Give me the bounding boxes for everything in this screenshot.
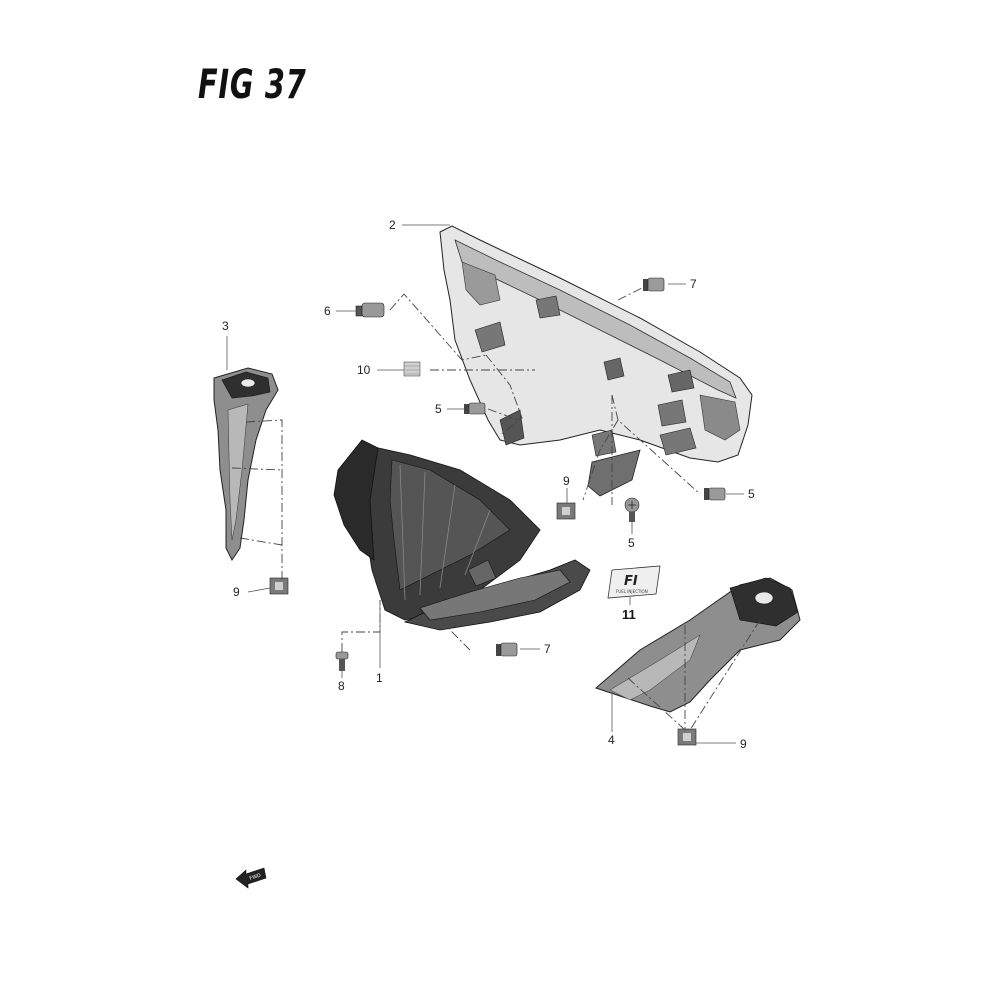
leader-lines: [226, 224, 744, 744]
callout-5-right: 5: [748, 487, 755, 501]
decal-sub-text: FUEL INJECTION: [616, 589, 648, 594]
front-cowl-assembly: [333, 439, 591, 631]
bolt-7a: [643, 277, 665, 292]
callout-9-right: 9: [740, 737, 747, 751]
rear-handlebar-cover: [439, 225, 753, 497]
clip-9c: [677, 728, 697, 746]
callout-9-left: 9: [233, 585, 240, 599]
screw-5b: [704, 487, 726, 501]
clip-9b: [556, 502, 576, 520]
callout-10: 10: [357, 363, 371, 377]
callout-4: 4: [608, 733, 615, 747]
callout-5-left: 5: [435, 402, 442, 416]
clip-9a: [269, 577, 289, 595]
decal-11: FI FUEL INJECTION: [607, 565, 661, 599]
callout-11: 11: [622, 607, 636, 622]
screw-5c: [624, 497, 640, 522]
callout-3: 3: [222, 319, 229, 333]
decal-brand-text: FI: [624, 574, 638, 589]
callout-9-center: 9: [563, 474, 570, 488]
figure-title: FIG 37: [198, 62, 307, 108]
callout-7-top: 7: [690, 277, 697, 291]
screw-5a: [464, 402, 486, 415]
callout-1: 1: [376, 671, 383, 685]
left-side-cover: [213, 367, 279, 561]
callout-numbers: 2 3 6 10 5 7 5 5 9 9 7 8 1 11 4 9: [222, 218, 755, 751]
tag-10: [403, 361, 421, 377]
right-side-cover: [595, 577, 801, 713]
callout-8: 8: [338, 679, 345, 693]
bolt-6: [355, 302, 385, 318]
forward-direction-arrow: FWD: [235, 867, 267, 889]
bolt-7b: [496, 642, 518, 657]
screw-8: [335, 651, 349, 671]
callout-6: 6: [324, 304, 331, 318]
callout-7-bottom: 7: [544, 642, 551, 656]
callout-5-center: 5: [628, 536, 635, 550]
fwd-label: FWD: [249, 873, 262, 882]
assembly-lines: [231, 287, 761, 731]
callout-2: 2: [389, 218, 396, 232]
